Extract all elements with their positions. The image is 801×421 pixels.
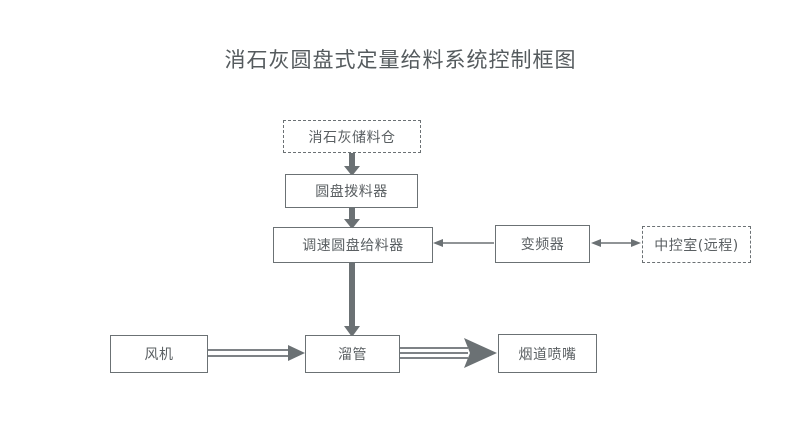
edge-inverter-to-feeder (433, 239, 494, 247)
node-control-room[interactable]: 中控室(远程) (642, 226, 751, 263)
node-chute-label: 溜管 (338, 347, 367, 363)
edge-silo-to-dial (344, 153, 360, 176)
node-disc-dispenser[interactable]: 圆盘拨料器 (285, 174, 418, 208)
edge-chute-to-nozzle (400, 338, 497, 368)
node-fan[interactable]: 风机 (110, 335, 208, 373)
page-title: 消石灰圆盘式定量给料系统控制框图 (224, 48, 577, 72)
node-frequency-inverter-label: 变频器 (520, 237, 565, 253)
edge-dial-to-feeder (344, 208, 360, 229)
node-flue-nozzle-label: 烟道喷嘴 (518, 346, 577, 363)
node-chute[interactable]: 溜管 (305, 335, 400, 373)
node-frequency-inverter[interactable]: 变频器 (495, 225, 590, 263)
edge-fan-to-chute (208, 345, 305, 361)
node-disc-dispenser-label: 圆盘拨料器 (315, 184, 388, 200)
node-silo-label: 消石灰储料仓 (308, 129, 396, 146)
node-silo[interactable]: 消石灰储料仓 (283, 120, 421, 153)
edge-feeder-to-chute (344, 263, 360, 337)
node-control-room-label: 中控室(远程) (654, 237, 739, 254)
node-flue-nozzle[interactable]: 烟道喷嘴 (498, 334, 597, 373)
node-fan-label: 风机 (144, 347, 174, 363)
node-variable-speed-disc-feeder-label: 调速圆盘给料器 (302, 238, 404, 254)
node-variable-speed-disc-feeder[interactable]: 调速圆盘给料器 (273, 227, 433, 263)
edge-inverter-control-room (591, 239, 641, 247)
